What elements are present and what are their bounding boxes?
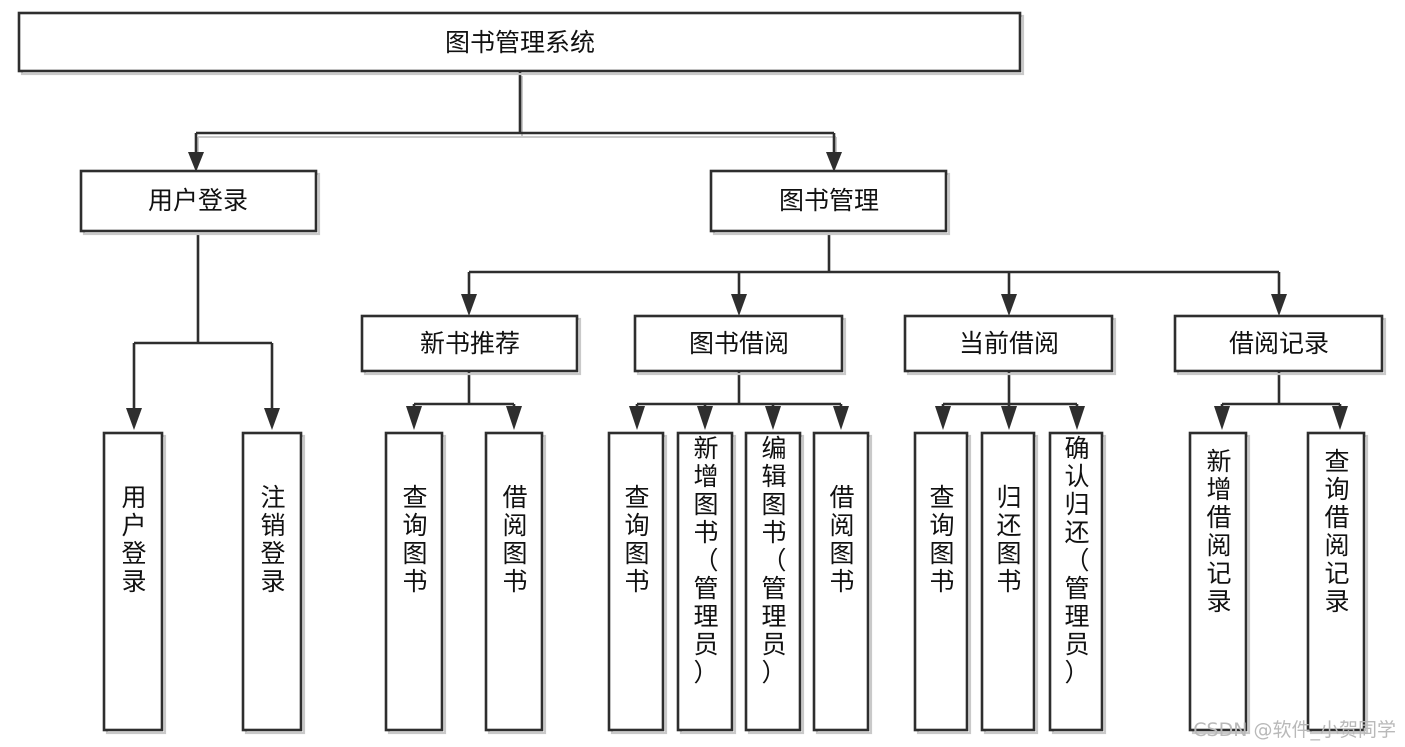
connector-shadow-root xyxy=(197,76,837,160)
arrow-to-leaf-edit-book xyxy=(765,406,781,430)
leaf-user-login-box[interactable] xyxy=(102,431,164,732)
leaf-query-book-2-label: 查询图书 xyxy=(624,483,649,596)
arrow-to-book-management xyxy=(826,152,842,172)
leaf-edit-book-box[interactable] xyxy=(744,431,802,732)
node-new-book-recommend[interactable]: 新书推荐 xyxy=(360,314,582,376)
arrow-to-leaf-query-book-1 xyxy=(406,406,422,430)
leaf-query-record[interactable]: 查询借阅记录 xyxy=(1306,431,1369,735)
leaf-confirm-return[interactable]: 确认归还（管理员） xyxy=(1048,431,1107,735)
leaf-borrow-book-1-box[interactable] xyxy=(484,431,544,732)
leaf-user-login[interactable]: 用户登录 xyxy=(102,431,167,735)
new-book-recommend-label: 新书推荐 xyxy=(420,329,520,358)
leaf-query-book-2-box[interactable] xyxy=(607,431,665,732)
new-book-recommend-box[interactable] xyxy=(360,314,579,373)
arrow-to-user-login xyxy=(188,152,204,172)
arrow-to-book-borrow xyxy=(731,294,747,316)
node-borrow-record[interactable]: 借阅记录 xyxy=(1173,314,1387,376)
current-borrow-box[interactable] xyxy=(903,314,1114,373)
borrow-record-label: 借阅记录 xyxy=(1229,329,1329,358)
leaf-return-book-label: 归还图书 xyxy=(996,483,1021,596)
leaf-return-book-box[interactable] xyxy=(980,431,1036,732)
user-login-label: 用户登录 xyxy=(148,186,248,215)
leaf-return-book[interactable]: 归还图书 xyxy=(980,431,1039,735)
borrow-record-box[interactable] xyxy=(1173,314,1384,373)
leaf-nodes-group: 用户登录 注销登录 查询图书 借阅图书 查询图书 xyxy=(102,431,1369,735)
leaf-query-book-1[interactable]: 查询图书 xyxy=(384,431,447,735)
leaf-add-book-label: 新增图书（管理员） xyxy=(693,434,718,687)
arrow-to-leaf-add-book xyxy=(697,406,713,430)
leaf-query-book-1-box[interactable] xyxy=(384,431,444,732)
leaf-query-book-3-label: 查询图书 xyxy=(929,483,954,596)
leaf-logout[interactable]: 注销登录 xyxy=(241,431,306,735)
node-root[interactable]: 图书管理系统 xyxy=(17,11,1025,76)
arrow-to-leaf-return-book xyxy=(1001,406,1017,430)
connector-userlogin-to-leaves xyxy=(132,233,274,412)
leaf-user-login-label: 用户登录 xyxy=(121,483,146,596)
book-borrow-box[interactable] xyxy=(633,314,844,373)
arrow-to-leaf-query-record xyxy=(1332,406,1348,430)
leaf-edit-book-label: 编辑图书（管理员） xyxy=(761,434,786,687)
leaf-query-book-3-box[interactable] xyxy=(913,431,969,732)
connector-bookmgmt-to-level3 xyxy=(467,233,1281,298)
leaf-confirm-return-label: 确认归还（管理员） xyxy=(1064,434,1089,687)
connector-root-to-level2 xyxy=(194,72,836,156)
book-management-box[interactable] xyxy=(709,169,948,233)
leaf-borrow-book-2-box[interactable] xyxy=(812,431,870,732)
connector-bookborrow-to-leaves xyxy=(635,372,843,412)
leaf-logout-label: 注销登录 xyxy=(260,483,285,596)
leaf-add-record-label: 新增借阅记录 xyxy=(1206,447,1231,616)
leaf-borrow-book-2[interactable]: 借阅图书 xyxy=(812,431,873,735)
leaf-add-book[interactable]: 新增图书（管理员） xyxy=(676,431,737,735)
root-box[interactable] xyxy=(17,11,1022,73)
book-management-label: 图书管理 xyxy=(779,186,879,215)
current-borrow-label: 当前借阅 xyxy=(959,329,1059,358)
node-book-management[interactable]: 图书管理 xyxy=(709,169,951,236)
leaf-add-record-box[interactable] xyxy=(1188,431,1248,732)
leaf-borrow-book-1[interactable]: 借阅图书 xyxy=(484,431,547,735)
arrow-to-leaf-borrow-book-1 xyxy=(506,406,522,430)
node-current-borrow[interactable]: 当前借阅 xyxy=(903,314,1117,376)
arrow-to-leaf-query-book-2 xyxy=(629,406,645,430)
arrow-to-borrow-record xyxy=(1271,294,1287,316)
book-borrow-label: 图书借阅 xyxy=(689,329,789,358)
arrow-to-current-borrow xyxy=(1001,294,1017,316)
arrow-to-new-book-recommend xyxy=(461,294,477,316)
connector-newbook-to-leaves xyxy=(412,372,516,412)
node-user-login[interactable]: 用户登录 xyxy=(79,169,321,236)
leaf-query-book-1-label: 查询图书 xyxy=(402,483,427,596)
connector-borrowrecord-to-leaves xyxy=(1220,372,1342,412)
arrow-to-leaf-add-record xyxy=(1214,406,1230,430)
leaf-add-book-box[interactable] xyxy=(676,431,734,732)
leaf-add-record[interactable]: 新增借阅记录 xyxy=(1188,431,1251,735)
leaf-borrow-book-1-label: 借阅图书 xyxy=(502,483,527,596)
leaf-logout-box[interactable] xyxy=(241,431,303,732)
arrow-to-leaf-confirm-return xyxy=(1069,406,1085,430)
arrow-to-leaf-query-book-3 xyxy=(935,406,951,430)
leaf-query-book-3[interactable]: 查询图书 xyxy=(913,431,972,735)
leaf-borrow-book-2-label: 借阅图书 xyxy=(829,483,854,596)
root-label: 图书管理系统 xyxy=(445,28,595,57)
arrow-to-leaf-borrow-book-2 xyxy=(833,406,849,430)
leaf-confirm-return-box[interactable] xyxy=(1048,431,1104,732)
csdn-watermark: CSDN @软件_小贺同学 xyxy=(1193,719,1396,741)
leaf-edit-book[interactable]: 编辑图书（管理员） xyxy=(744,431,805,735)
connectors-group xyxy=(126,72,1348,430)
node-book-borrow[interactable]: 图书借阅 xyxy=(633,314,847,376)
arrow-to-leaf-user-login xyxy=(126,408,142,430)
arrow-to-leaf-logout xyxy=(264,408,280,430)
leaf-query-record-label: 查询借阅记录 xyxy=(1324,447,1349,616)
leaf-query-book-2[interactable]: 查询图书 xyxy=(607,431,668,735)
leaf-query-record-box[interactable] xyxy=(1306,431,1366,732)
user-login-box[interactable] xyxy=(79,169,318,233)
